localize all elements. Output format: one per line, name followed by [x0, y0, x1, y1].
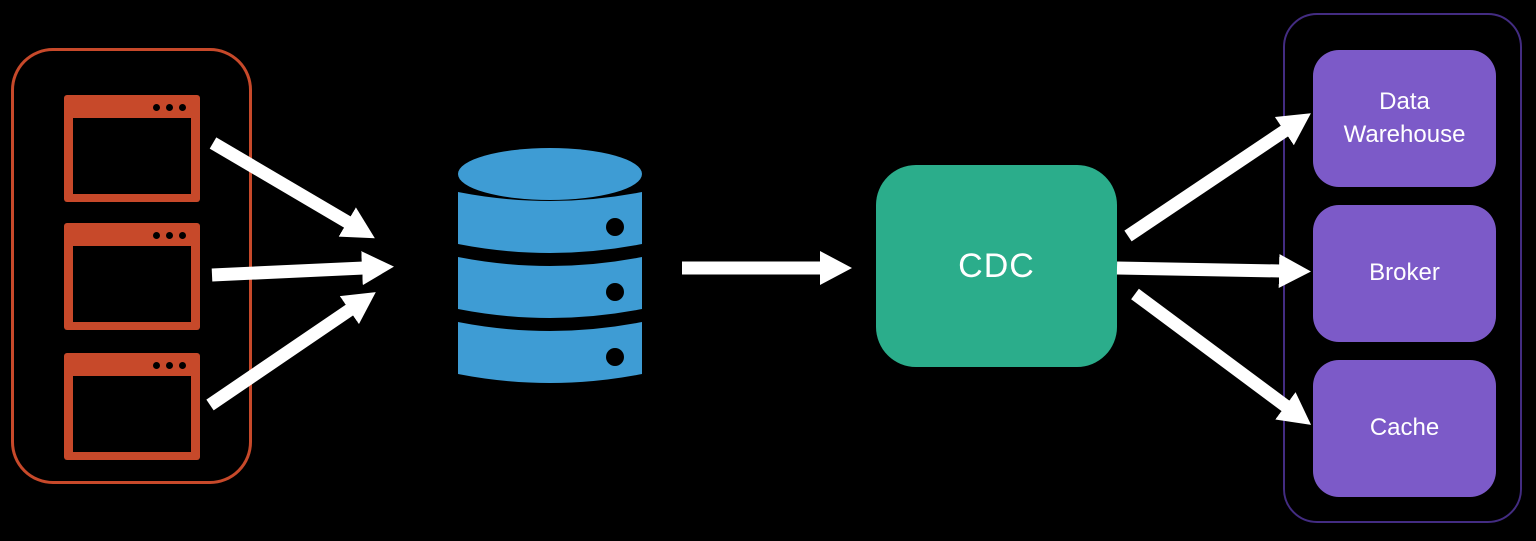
- cdc-label: CDC: [958, 246, 1035, 285]
- window-titlebar: [64, 223, 200, 246]
- window-titlebar: [64, 95, 200, 118]
- window-dot-icon: [179, 362, 186, 369]
- sources-group: [11, 48, 252, 484]
- window-dot-icon: [179, 232, 186, 239]
- window-dot-icon: [166, 104, 173, 111]
- app-window-icon: [64, 223, 200, 330]
- sink-node-cache: Cache: [1313, 360, 1496, 497]
- sink-label: Cache: [1369, 414, 1440, 442]
- window-titlebar: [64, 353, 200, 376]
- app-window-icon: [64, 353, 200, 460]
- window-dot-icon: [153, 104, 160, 111]
- window-content: [73, 376, 191, 452]
- window-content: [73, 246, 191, 322]
- sink-label: Data Warehouse: [1343, 88, 1466, 148]
- app-window-icon: [64, 95, 200, 202]
- arrow-cdc-to-data-warehouse: [1124, 113, 1311, 242]
- cdc-node: CDC: [876, 165, 1117, 367]
- window-content: [73, 118, 191, 194]
- window-dot-icon: [166, 232, 173, 239]
- sink-node-data-warehouse: Data Warehouse: [1313, 50, 1496, 187]
- sink-node-broker: Broker: [1313, 205, 1496, 342]
- window-dot-icon: [153, 362, 160, 369]
- window-dot-icon: [166, 362, 173, 369]
- arrow-cdc-to-cache: [1131, 288, 1312, 425]
- sinks-group: Data Warehouse Broker Cache: [1283, 13, 1522, 523]
- database-icon: [458, 148, 642, 383]
- arrow-cdc-to-broker: [1116, 253, 1311, 288]
- sink-label: Broker: [1369, 259, 1440, 287]
- window-dot-icon: [153, 232, 160, 239]
- window-dot-icon: [179, 104, 186, 111]
